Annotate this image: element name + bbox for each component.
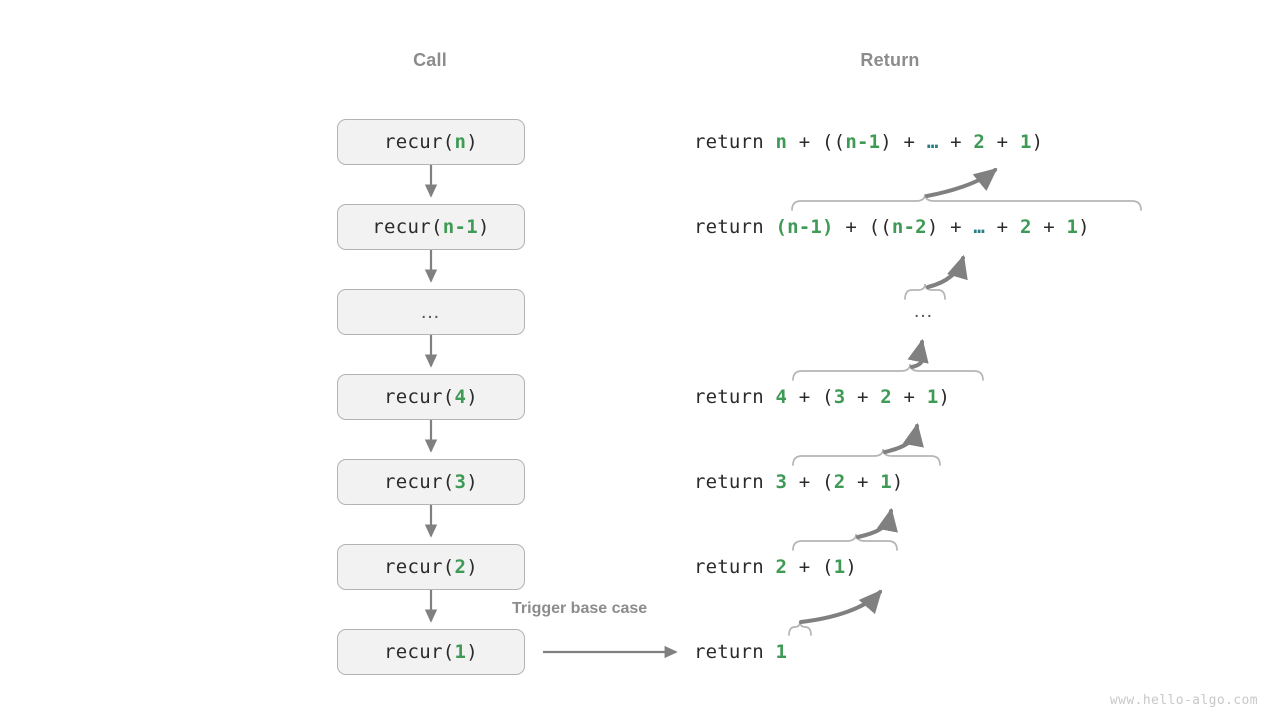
return-line-4: return 4 + (3 + 2 + 1) [694, 386, 951, 408]
return-keyword: return [694, 386, 764, 408]
term-2: 2 [833, 471, 846, 493]
term-n: n [775, 131, 788, 153]
term-4: 4 [775, 386, 788, 408]
call-box-recur-1[interactable]: recur(1) [337, 629, 525, 675]
return-mid-dots: … [913, 300, 935, 322]
brace-row5 [792, 533, 898, 551]
brace-mid-dots [904, 283, 946, 300]
watermark: www.hello-algo.com [1109, 693, 1258, 708]
call-box-recur-3[interactable]: recur(3) [337, 459, 525, 505]
return-line-3: return 3 + (2 + 1) [694, 471, 904, 493]
call-box-text: recur(3) [384, 471, 478, 493]
term-1: 1 [880, 471, 892, 493]
term-1: 1 [1066, 216, 1079, 238]
trigger-base-case-label: Trigger base case [512, 600, 648, 617]
term-1: 1 [1019, 131, 1032, 153]
call-box-recur-n[interactable]: recur(n) [337, 119, 525, 165]
call-box-text: recur(n) [384, 131, 478, 153]
call-box-recur-4[interactable]: recur(4) [337, 374, 525, 420]
return-line-1: return 1 [694, 641, 787, 663]
return-keyword: return [694, 216, 764, 238]
return-arrow-row5-to-row4 [856, 507, 898, 539]
column-header-call: Call [413, 50, 447, 70]
return-arrow-row4-to-row3 [883, 422, 924, 454]
term-1: 1 [833, 556, 846, 578]
ellipsis-icon: … [926, 131, 939, 153]
return-keyword: return [694, 131, 764, 153]
return-line-n-1: return (n-1) + ((n-2) + … + 2 + 1) [694, 216, 1090, 238]
term-3: 3 [775, 471, 788, 493]
return-keyword: return [694, 641, 764, 663]
call-box-recur-2[interactable]: recur(2) [337, 544, 525, 590]
term-2: 2 [973, 131, 986, 153]
term-n-1: (n-1) [775, 216, 834, 238]
call-box-text: recur(1) [384, 641, 478, 663]
return-arrow-row3-to-middots [907, 338, 929, 369]
term-n-1: n-1 [845, 131, 881, 153]
term-3: 3 [833, 386, 846, 408]
term-1: 1 [926, 386, 939, 408]
return-arrow-middots-to-row2 [926, 254, 968, 289]
call-box-text: recur(4) [384, 386, 478, 408]
term-2: 2 [1019, 216, 1032, 238]
return-keyword: return [694, 471, 764, 493]
call-box-text: … [420, 300, 442, 323]
term-n-2: n-2 [891, 216, 927, 238]
brace-row3 [792, 363, 984, 381]
return-keyword: return [694, 556, 764, 578]
return-line-2: return 2 + (1) [694, 556, 857, 578]
call-box-text: recur(n-1) [372, 216, 490, 238]
return-arrow-row6-to-row5 [799, 589, 883, 624]
brace-row6 [788, 620, 812, 636]
return-line-n: return n + ((n-1) + … + 2 + 1) [694, 131, 1044, 153]
call-box-dots[interactable]: … [337, 289, 525, 335]
call-box-recur-n-1[interactable]: recur(n-1) [337, 204, 525, 250]
term-2: 2 [775, 556, 788, 578]
column-header-return: Return [860, 50, 920, 70]
brace-row4 [792, 448, 941, 466]
term-2: 2 [880, 386, 892, 408]
brace-row2 [791, 193, 1142, 211]
return-arrow-row2-to-row1 [925, 167, 998, 198]
term-1: 1 [775, 641, 788, 663]
call-box-text: recur(2) [384, 556, 478, 578]
ellipsis-icon: … [973, 216, 986, 238]
